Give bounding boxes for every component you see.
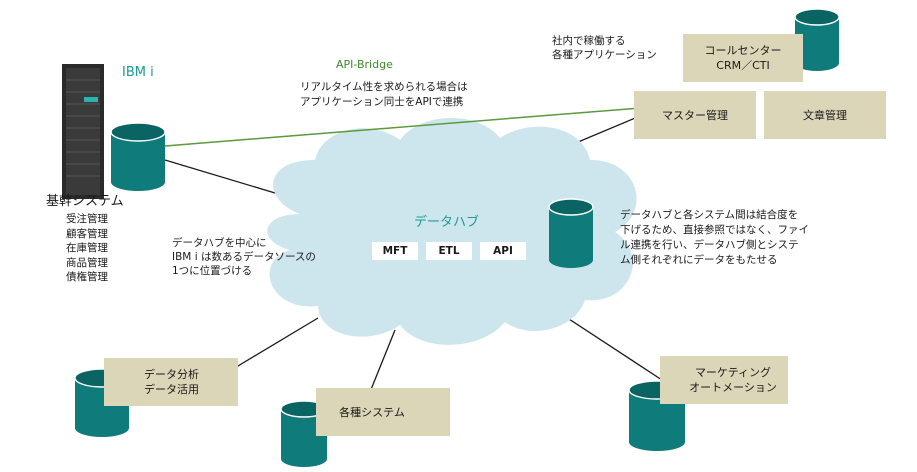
core-item: 在庫管理	[66, 242, 108, 254]
api-bridge-line	[164, 107, 641, 147]
marketing-label-2: オートメーション	[689, 381, 777, 394]
right-note-1: データハブと各システム間は結合度を	[620, 209, 799, 221]
call-center-label-2: CRM／CTI	[716, 59, 770, 72]
api-bridge-desc-1: リアルタイム性を求められる場合は	[300, 81, 468, 93]
marketing-label-1: マーケティング	[694, 366, 772, 379]
master-label: マスター管理	[662, 108, 728, 122]
analysis-box: データ分析 データ活用	[104, 358, 238, 406]
left-note-1: データハブを中心に	[172, 237, 267, 249]
db-various-icon	[280, 400, 328, 467]
core-system-items: 受注管理 顧客管理 在庫管理 商品管理 債権管理	[66, 212, 108, 285]
core-item: 商品管理	[66, 256, 108, 269]
core-item: 債権管理	[66, 271, 108, 283]
tag-mft: MFT	[372, 242, 418, 260]
tag-etl: ETL	[426, 242, 472, 260]
right-note-3: ル連携を行い、データハブ側とシステ	[620, 239, 799, 251]
ibm-i-label: IBM i	[122, 65, 154, 80]
core-item: 顧客管理	[66, 227, 108, 240]
db-data-hub-icon	[548, 198, 594, 268]
document-box: 文章管理	[764, 91, 886, 139]
link-hub-analysis	[227, 317, 319, 373]
internal-apps-label-1: 社内で稼働する	[552, 35, 626, 47]
document-label: 文章管理	[803, 108, 847, 122]
api-bridge-desc-2: アプリケーション同士をAPIで連携	[300, 96, 464, 108]
tag-api: API	[480, 242, 526, 260]
various-box: 各種システム	[316, 388, 450, 436]
db-call-center-icon	[794, 8, 840, 71]
master-box: マスター管理	[634, 91, 756, 139]
left-note-3: 1つに位置づける	[172, 265, 253, 277]
link-hub-various	[369, 329, 396, 393]
call-center-label-1: コールセンター	[704, 44, 782, 57]
right-note-2: 下げるため、直接参照ではなく、ファイ	[620, 224, 809, 236]
right-note-4: ム側それぞれにデータをもたせる	[620, 254, 778, 266]
marketing-box: マーケティング オートメーション	[660, 356, 788, 404]
call-center-box: コールセンター CRM／CTI	[683, 34, 803, 82]
api-bridge-title: API-Bridge	[336, 58, 393, 71]
data-hub-title: データハブ	[414, 215, 480, 230]
core-item: 受注管理	[66, 213, 108, 225]
left-note-2: IBM i は数あるデータソースの	[172, 251, 316, 263]
internal-apps-label-2: 各種アプリケーション	[552, 49, 657, 61]
core-system-title: 基幹システム	[46, 194, 124, 209]
db-ibm-i-icon	[110, 122, 166, 191]
various-label: 各種システム	[339, 405, 405, 419]
data-hub-cloud	[267, 117, 637, 345]
analysis-label-1: データ分析	[144, 368, 199, 381]
ibm-i-server	[62, 64, 104, 199]
analysis-label-2: データ活用	[144, 383, 199, 396]
